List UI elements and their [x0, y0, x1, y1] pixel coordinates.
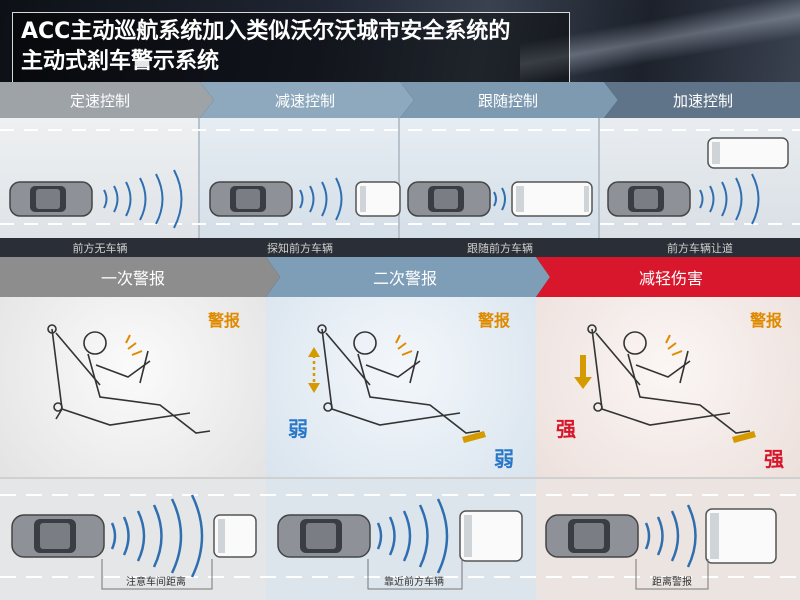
driver-seat-icon	[47, 324, 211, 434]
driver-and-road-illustrations	[0, 324, 800, 590]
seat-strength-weak: 弱	[288, 417, 308, 441]
driver-seat-icon	[317, 324, 481, 434]
road-caption-second: 靠近前方车辆	[384, 577, 444, 588]
road-caption-first: 注意车间距离	[126, 577, 186, 588]
brake-warning-section: 一次警报 二次警报 减轻伤害	[0, 257, 800, 600]
title-box: ACC主动巡航系统加入类似沃尔沃城市安全系统的 主动式刹车警示系统	[12, 12, 570, 84]
warning-label-mitigation: 警报	[750, 311, 783, 330]
acc-caption-following: 跟随前方车辆	[400, 238, 600, 257]
own-car-icon	[9, 181, 93, 217]
own-car-icon	[545, 514, 639, 558]
background-light-streak	[520, 0, 800, 90]
own-car-icon	[11, 514, 105, 558]
tab-damage-mitigation: 减轻伤害	[638, 269, 703, 288]
tab-second-warning: 二次警报	[372, 269, 437, 288]
acc-panel-following	[400, 118, 600, 238]
own-car-icon	[407, 181, 491, 217]
van-icon	[705, 508, 777, 564]
own-car-icon	[209, 181, 293, 217]
pedal-strength-weak: 弱	[494, 447, 514, 471]
van-icon	[707, 137, 789, 169]
own-car-icon	[277, 514, 371, 558]
tab-constant-speed: 定速控制	[69, 91, 130, 110]
road-caption-mitigation: 距离警报	[652, 577, 692, 588]
acc-tab-arrows	[0, 82, 800, 118]
tab-acceleration: 加速控制	[672, 91, 733, 110]
title-line-1: ACC主动巡航系统加入类似沃尔沃城市安全系统的	[21, 19, 511, 44]
driver-seat-icon	[587, 324, 751, 434]
acc-panel-deceleration	[200, 118, 400, 238]
seat-strength-strong: 强	[556, 417, 576, 441]
mitigation-panel	[536, 297, 800, 477]
tab-following: 跟随控制	[477, 91, 538, 110]
acc-caption-constant: 前方无车辆	[0, 238, 200, 257]
acc-section: 定速控制 减速控制 跟随控制 加速控制	[0, 82, 800, 257]
title-line-2: 主动式刹车警示系统	[21, 49, 220, 74]
warning-label-second: 警报	[478, 311, 511, 330]
van-icon	[459, 510, 523, 562]
pedal-strength-strong: 强	[764, 447, 784, 471]
van-icon	[355, 181, 401, 217]
acc-caption-deceleration: 探知前方车辆	[200, 238, 400, 257]
pedal-icon	[462, 431, 756, 443]
van-icon	[213, 514, 257, 558]
tab-deceleration: 减速控制	[274, 91, 335, 110]
acc-road-illustrations	[0, 129, 800, 229]
title-banner: ACC主动巡航系统加入类似沃尔沃城市安全系统的 主动式刹车警示系统	[0, 0, 800, 90]
tab-first-warning: 一次警报	[100, 269, 165, 288]
warning-tab-arrows	[0, 257, 800, 297]
own-car-icon	[607, 181, 691, 217]
seat-vibration-arrow-icon	[308, 347, 320, 393]
van-icon	[511, 181, 593, 217]
first-warning-panel	[0, 297, 266, 477]
acc-panel-constant	[0, 118, 200, 238]
seat-down-arrow-icon	[574, 355, 592, 389]
acc-caption-acceleration: 前方车辆让道	[600, 238, 800, 257]
warning-label-first: 警报	[208, 311, 241, 330]
